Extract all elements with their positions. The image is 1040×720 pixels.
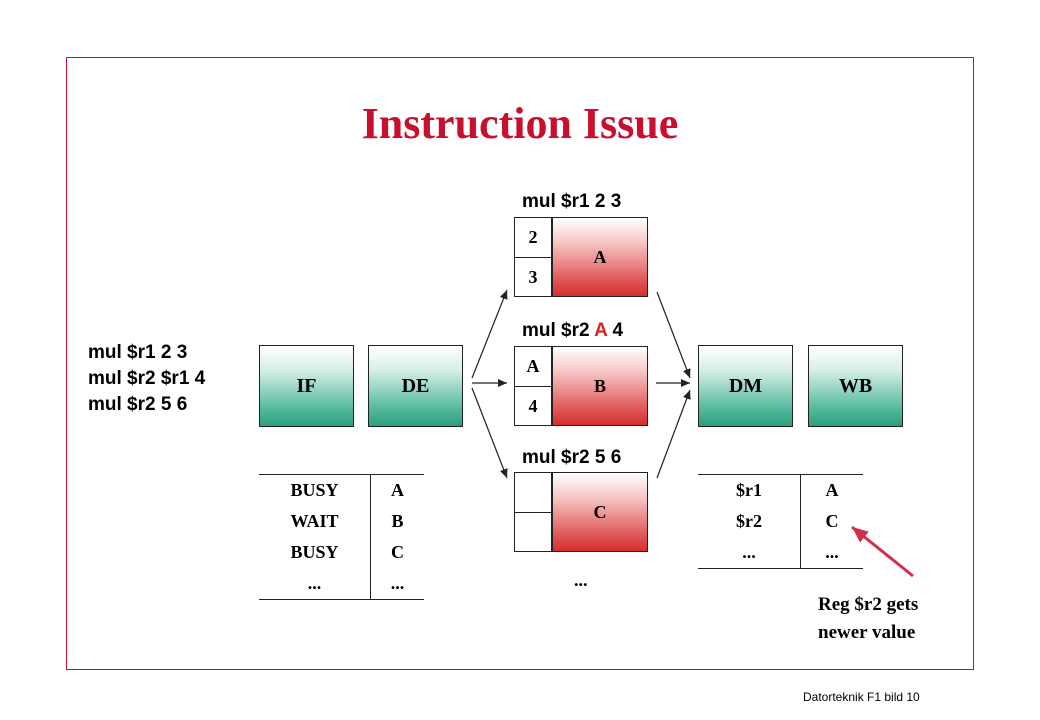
program-line: mul $r1 2 3	[88, 342, 188, 363]
register-status-table: $r1 A $r2 C ... ...	[698, 474, 863, 569]
stage-de: DE	[368, 345, 463, 427]
issue-arrow-to-a	[471, 289, 508, 379]
functional-unit-a: A	[552, 217, 648, 297]
functional-unit-b: B	[552, 346, 648, 426]
instruction-tag: A	[594, 320, 608, 341]
unit-cell: A	[825, 480, 839, 500]
unit-cell: ...	[825, 542, 839, 562]
operand-2: 3	[515, 257, 551, 297]
status-cell: BUSY	[259, 474, 371, 506]
unit-b-operands: A 4	[514, 346, 552, 426]
unit-cell: C	[391, 542, 404, 562]
note-line: newer value	[818, 622, 916, 643]
unit-b-instruction: mul $r2 A 4	[522, 319, 623, 343]
operand-1: A	[526, 356, 540, 376]
note-pointer-arrow	[851, 525, 914, 578]
unit-cell: ...	[390, 573, 405, 593]
issue-arrow-to-c	[471, 387, 508, 479]
stage-if: IF	[259, 345, 354, 427]
status-cell: ...	[259, 568, 371, 600]
operand-2: 4	[515, 386, 551, 426]
register-cell: ...	[698, 537, 801, 569]
status-cell: BUSY	[259, 537, 371, 568]
register-cell: $r1	[698, 474, 801, 506]
slide-frame	[66, 57, 974, 670]
result-arrow-from-c	[656, 389, 691, 479]
more-units-ellipsis: ...	[574, 570, 588, 590]
operand-2	[515, 512, 551, 552]
unit-cell: B	[391, 511, 404, 531]
unit-a-instruction: mul $r1 2 3	[522, 190, 621, 214]
unit-cell: A	[391, 480, 404, 500]
program-line: mul $r2 $r1 4	[88, 368, 206, 389]
program-listing: mul $r1 2 3 mul $r2 $r1 4 mul $r2 5 6	[88, 340, 205, 418]
instruction-text: mul $r2 5 6	[522, 447, 622, 468]
table-row: ... ...	[698, 537, 863, 569]
note-line: Reg $r2 gets	[818, 594, 919, 615]
table-row: WAIT B	[259, 506, 424, 537]
operand-1: 2	[528, 227, 538, 247]
unit-a-operands: 2 3	[514, 217, 552, 297]
functional-unit-c: C	[552, 472, 648, 552]
annotation-note: Reg $r2 gets newer value	[818, 591, 918, 647]
result-arrow-from-a	[656, 291, 691, 379]
program-line: mul $r2 5 6	[88, 394, 188, 415]
unit-status-table: BUSY A WAIT B BUSY C ... ...	[259, 474, 424, 600]
unit-c-operands	[514, 472, 552, 552]
table-row: $r2 C	[698, 506, 863, 537]
table-row: BUSY C	[259, 537, 424, 568]
instruction-text: mul $r2	[522, 320, 595, 341]
register-cell: $r2	[698, 506, 801, 537]
table-row: ... ...	[259, 568, 424, 600]
table-row: BUSY A	[259, 474, 424, 506]
instruction-text: mul $r1 2 3	[522, 191, 622, 212]
status-cell: WAIT	[259, 506, 371, 537]
unit-cell: C	[825, 511, 839, 531]
slide-title: Instruction Issue	[361, 99, 679, 148]
instruction-text-end: 4	[607, 320, 624, 341]
table-row: $r1 A	[698, 474, 863, 506]
slide-footer: Datorteknik F1 bild 10	[803, 690, 920, 704]
stage-dm: DM	[698, 345, 793, 427]
stage-wb: WB	[808, 345, 903, 427]
unit-c-instruction: mul $r2 5 6	[522, 446, 621, 470]
